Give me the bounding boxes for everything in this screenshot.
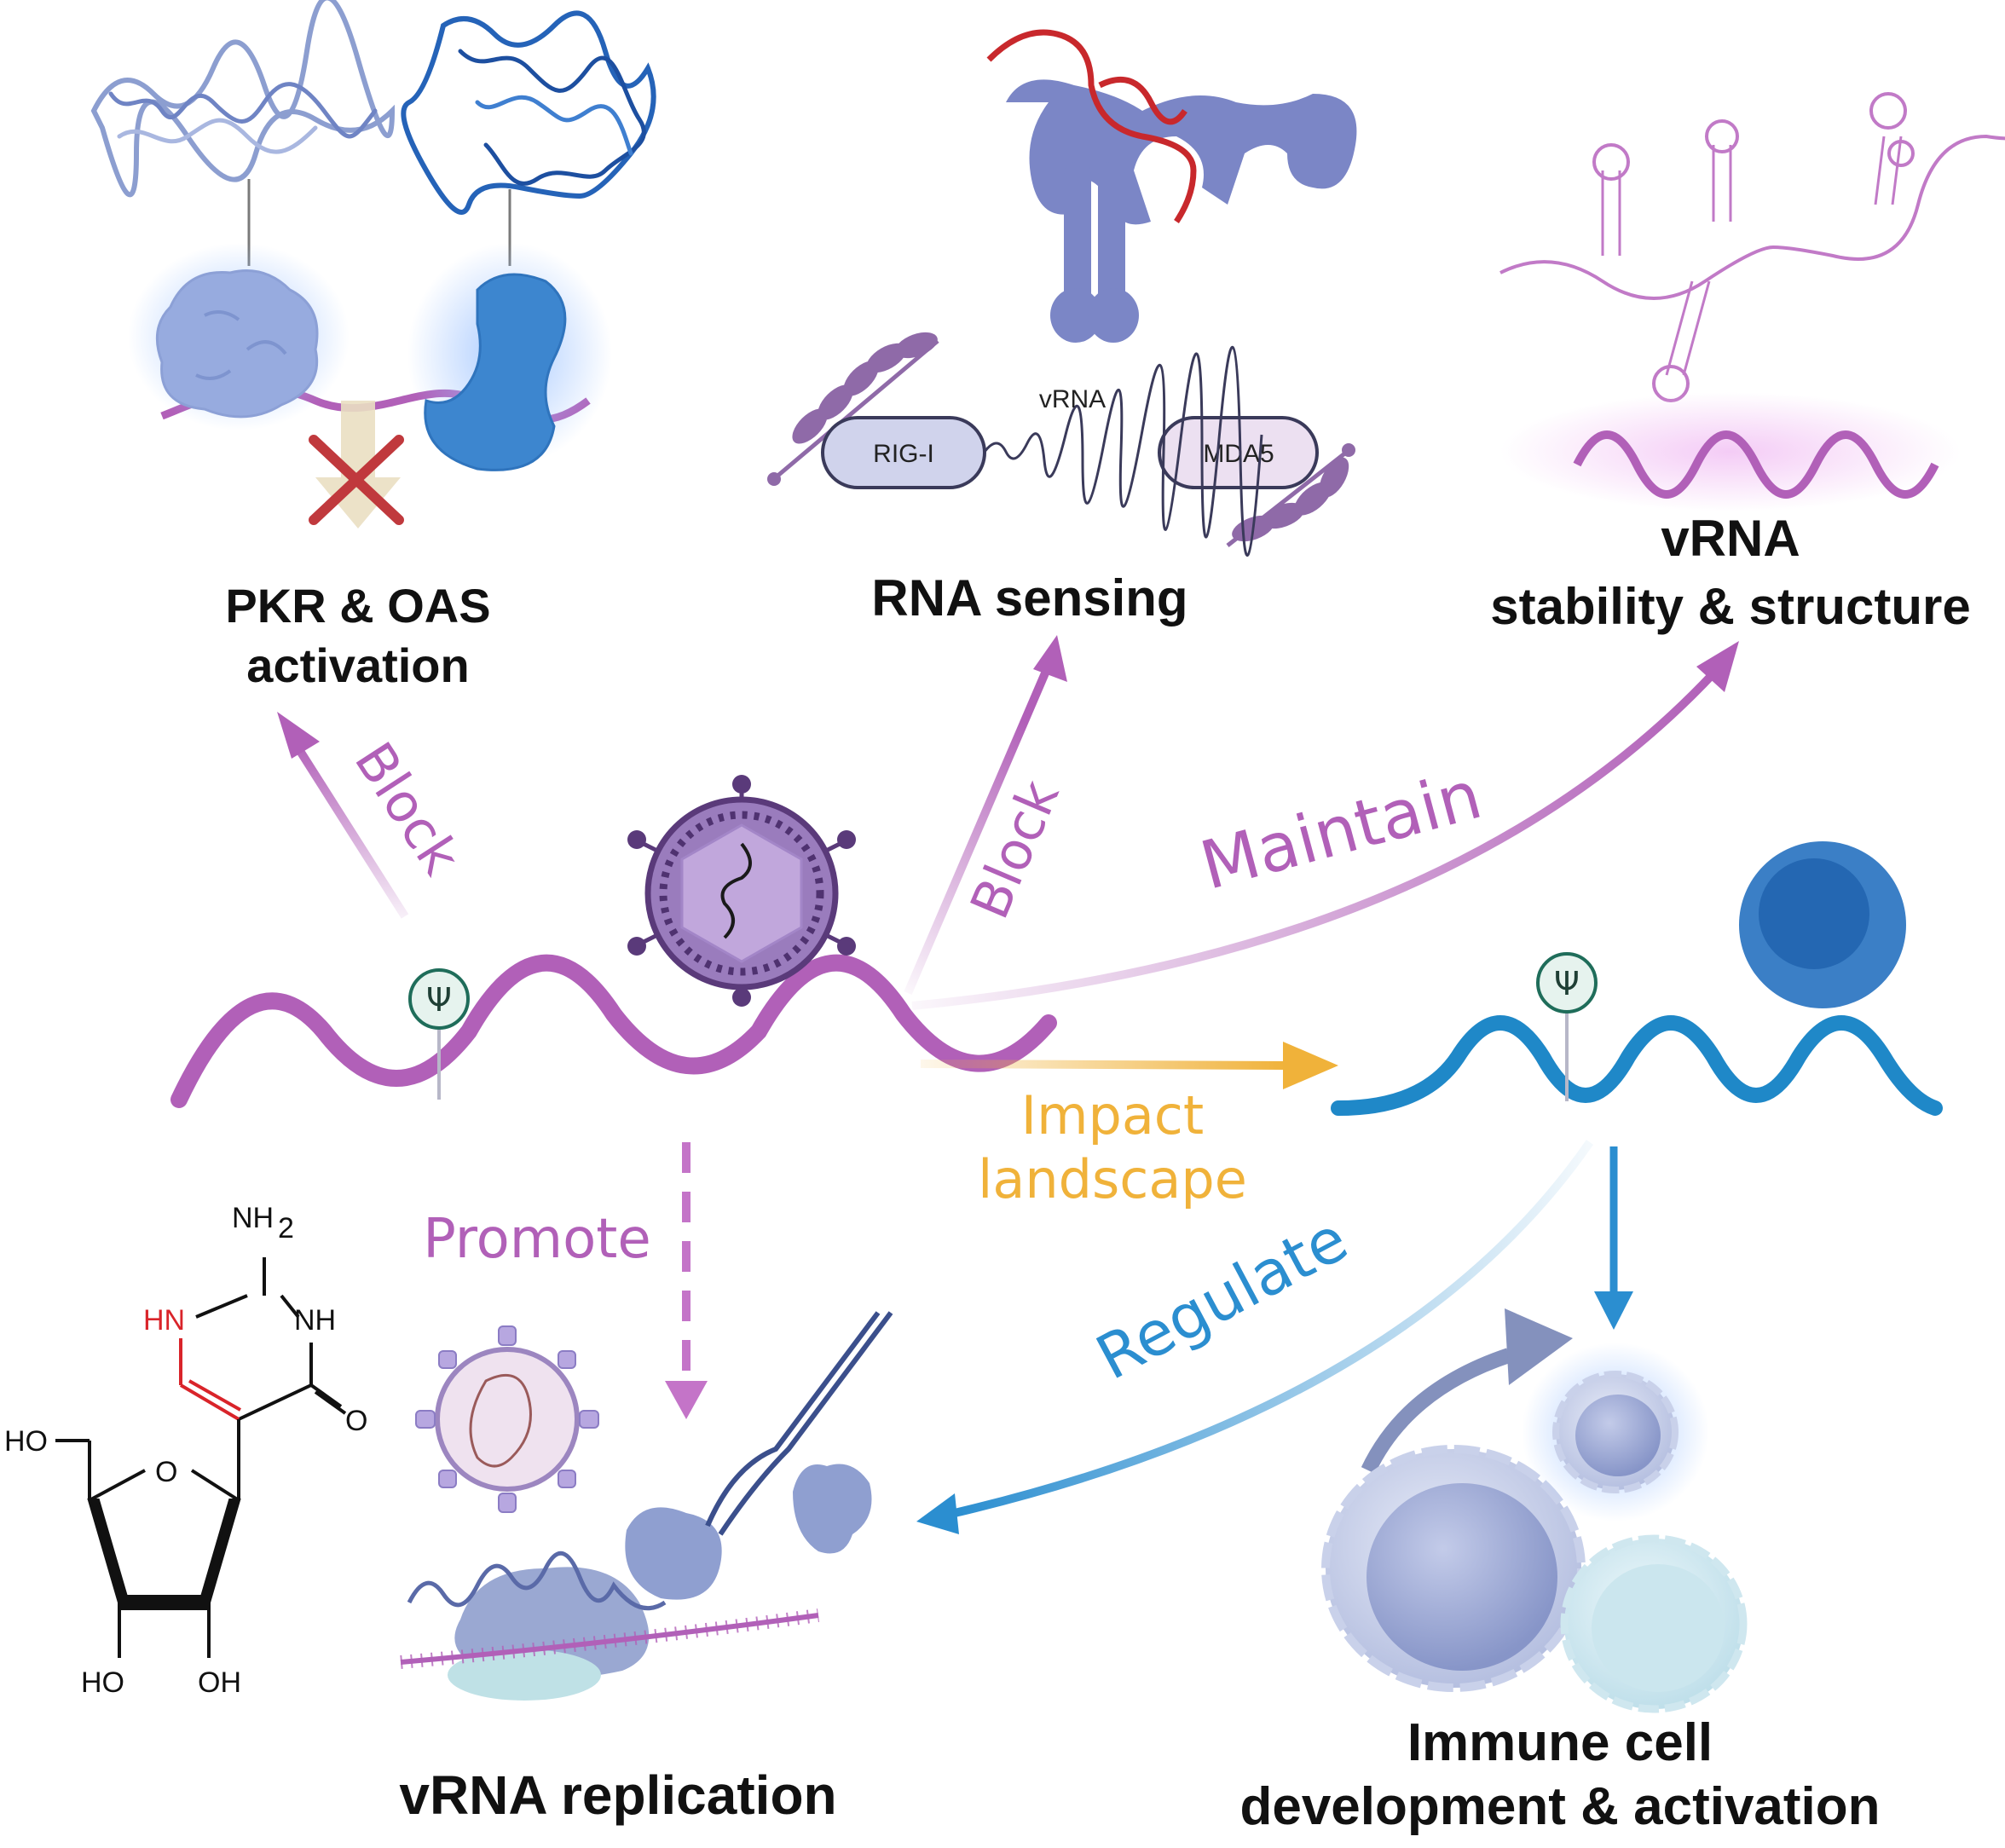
replication-title: vRNA replication <box>399 1764 836 1826</box>
viral-rna-strand: Ψ <box>170 954 1057 1108</box>
promote-label: Promote <box>423 1208 651 1271</box>
oh-bottom-label: OH <box>198 1666 241 1699</box>
rna-sensing-title: RNA sensing <box>871 569 1187 627</box>
rna-sensing-panel: RIG-I MDA5 vRNA RNA sensing <box>767 29 1357 627</box>
vrna-small-label: vRNA <box>1039 385 1106 413</box>
cross-icon <box>309 435 404 525</box>
rig-i-label: RIG-I <box>873 440 934 468</box>
pkr-oas-panel: PKR & OAS activation <box>90 0 656 692</box>
promote-arrow: Promote <box>423 1142 708 1419</box>
impact-label-line2: landscape <box>978 1148 1247 1210</box>
block-arrow-pkr: Block <box>277 712 473 919</box>
pkr-oas-title-line2: activation <box>246 638 469 692</box>
psi-symbol-left: Ψ <box>426 981 452 1019</box>
vrna-stability-title-line1: vRNA <box>1661 510 1800 567</box>
impact-label-line1: Impact <box>1021 1084 1204 1146</box>
block-label-pkr: Block <box>343 731 473 885</box>
nh2-label: NH <box>232 1202 274 1234</box>
pseudouridine-marker <box>408 968 470 1030</box>
ring-o-label: O <box>155 1456 177 1488</box>
nh2-subscript: 2 <box>278 1212 294 1245</box>
psi-symbol-right: Ψ <box>1554 965 1580 1002</box>
ho-bottom-label: HO <box>81 1666 124 1699</box>
block-arrow-sensing: Block <box>904 635 1072 995</box>
virus-small-icon <box>415 1325 599 1513</box>
protein-structure-icon <box>90 0 656 215</box>
pseudouridine-structure <box>55 1257 347 1658</box>
mda5-label: MDA5 <box>1203 440 1274 468</box>
down-arrow-immune <box>1594 1146 1633 1330</box>
immune-cell-icon <box>1321 1343 1748 1713</box>
nh-label: NH <box>294 1304 336 1337</box>
host-cell-icon <box>1739 841 1906 1008</box>
pseudouridine-atom-labels: NH 2 HN NH O HO O HO OH <box>4 1202 367 1699</box>
virus-icon <box>627 775 856 1007</box>
block-label-sensing: Block <box>958 771 1072 927</box>
ho-top-label: HO <box>4 1425 48 1458</box>
immune-title-line1: Immune cell <box>1407 1713 1713 1772</box>
carbonyl-o-label: O <box>345 1405 367 1437</box>
pseudouridine-marker-host <box>1536 952 1598 1014</box>
rna-helicase-icon <box>986 29 1357 343</box>
ribosome-icon <box>400 1311 893 1701</box>
host-rna-strand: Ψ <box>1331 952 1943 1116</box>
pkr-oas-title-line1: PKR & OAS <box>225 579 490 632</box>
impact-arrow: Impact landscape <box>920 1042 1338 1210</box>
vrna-stability-title-line2: stability & structure <box>1490 578 1970 635</box>
rig-i-pill <box>821 416 986 489</box>
hn-label: HN <box>143 1304 185 1337</box>
replication-panel: vRNA replication <box>399 1311 893 1826</box>
immune-panel: Immune cell development & activation <box>1239 1308 1881 1836</box>
immune-title-line2: development & activation <box>1239 1777 1880 1836</box>
maintain-label: Maintain <box>1193 757 1489 905</box>
regulate-label: Regulate <box>1085 1203 1359 1394</box>
vrna-stability-panel: vRNA stability & structure <box>1490 92 2005 635</box>
